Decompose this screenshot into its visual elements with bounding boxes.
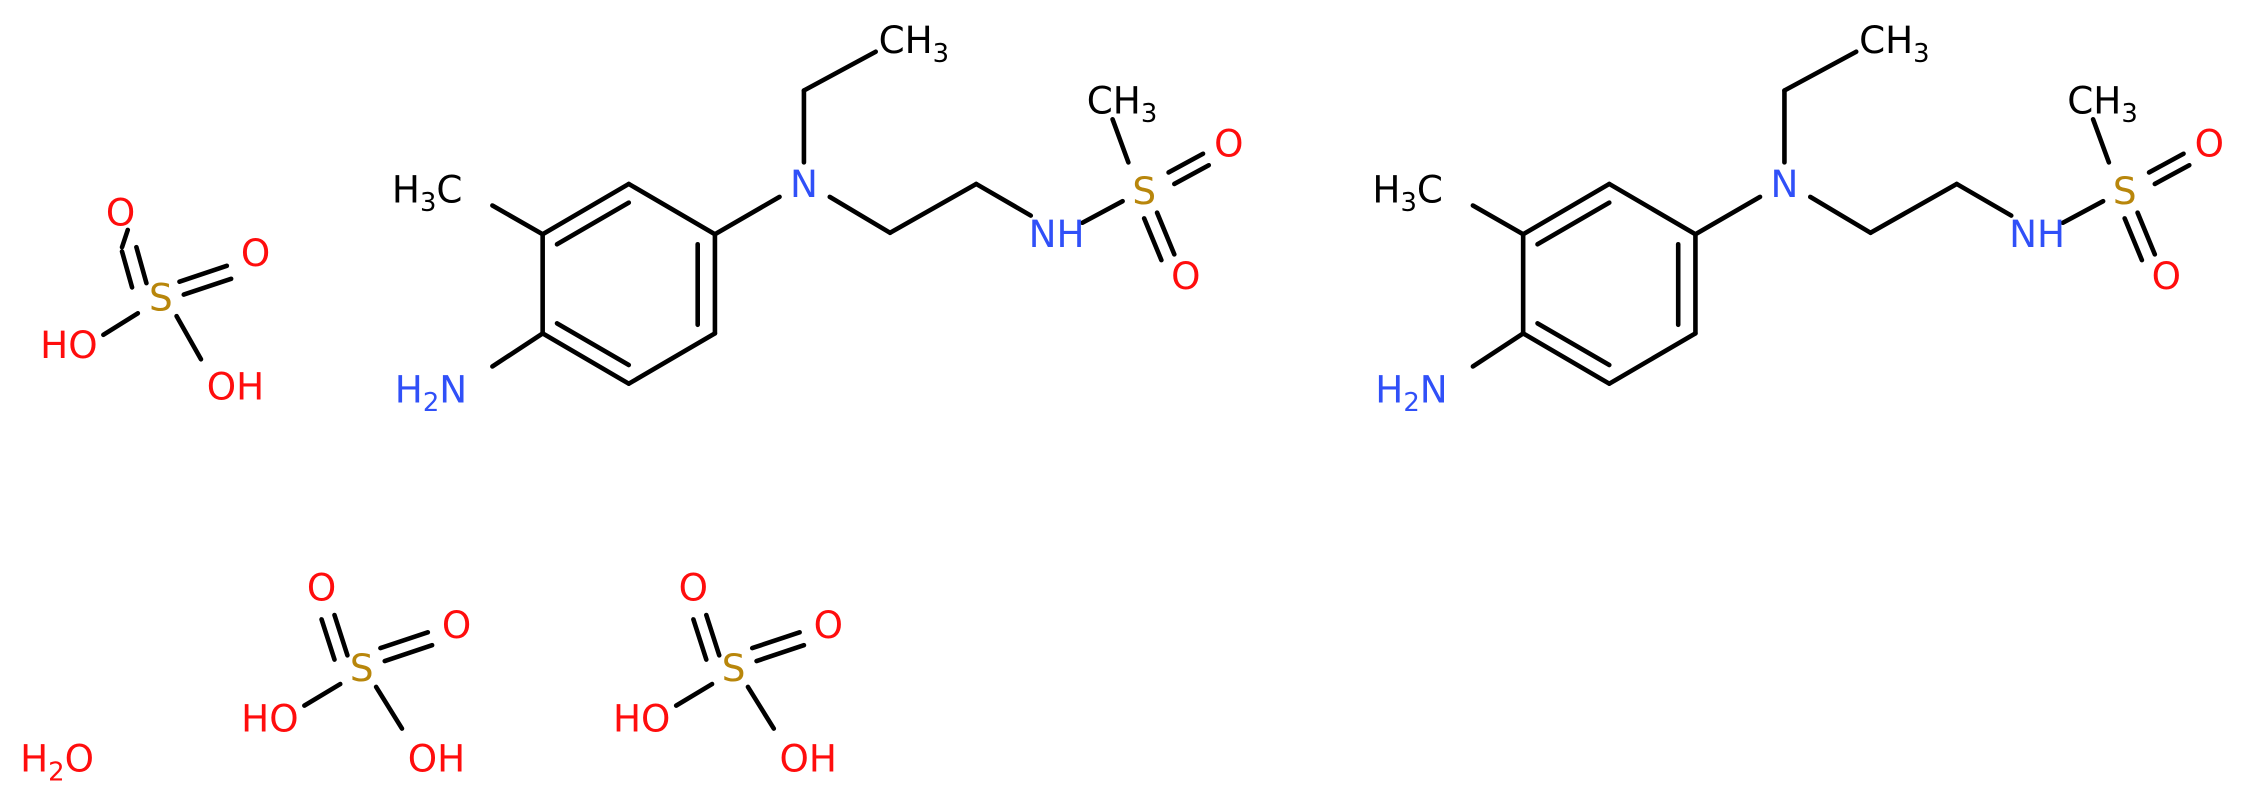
oxygen-atom-top: O [106, 191, 135, 235]
oxygen-atom-right: O [442, 603, 471, 647]
sulfuric-acid-3: O O S HO OH [613, 566, 843, 781]
bonds [490, 49, 1212, 386]
bonds [673, 612, 807, 731]
hydroxyl-bottom: OH [207, 364, 264, 408]
oxygen-lower: O [2152, 254, 2181, 298]
oxygen-upper: O [2195, 122, 2224, 166]
water-oxygen: O [65, 737, 94, 781]
ethyl-ch3-label: CH3 [1859, 18, 1930, 69]
hydroxyl-bottom: OH [408, 737, 465, 781]
molecule-2: CH3 H3C CH3 N NH S O O H2N [1372, 18, 2224, 418]
oxygen-atom-top: O [679, 566, 708, 610]
sulfonamide-nh: NH [2009, 212, 2065, 256]
sulfur-atom: S [722, 646, 746, 690]
sulfur-atom: S [2113, 169, 2137, 213]
sulfonyl-ch3-label: CH3 [2067, 79, 2138, 130]
water-subscript: 2 [48, 757, 64, 787]
sulfuric-acid-1: O O S HO OH [40, 191, 270, 409]
oxygen-upper: O [1214, 122, 1243, 166]
oxygen-atom-right: O [814, 603, 843, 647]
sulfur-atom: S [1132, 169, 1156, 213]
bonds [302, 612, 435, 731]
oxygen-lower: O [1171, 254, 1200, 298]
oxygen-atom-right: O [241, 231, 270, 275]
tertiary-amine-n: N [790, 162, 818, 206]
water-molecule: H2O [20, 737, 94, 788]
hydroxyl-left: HO [40, 323, 97, 367]
bonds [101, 227, 234, 362]
hydroxyl-bottom: OH [780, 737, 837, 781]
ethyl-ch3-label: CH3 [879, 18, 950, 69]
tertiary-amine-n: N [1770, 162, 1798, 206]
water-hydrogen: H [20, 737, 48, 781]
sulfonyl-ch3-label: CH3 [1087, 79, 1158, 130]
oxygen-atom-top: O [307, 566, 336, 610]
amino-nh2-label: H2N [395, 367, 467, 418]
hydroxyl-left: HO [241, 696, 298, 740]
sulfuric-acid-2: O O S HO OH [241, 566, 471, 781]
molecule-1: CH3 H3C CH3 N NH S O O H2N [392, 18, 1244, 418]
ring-methyl-label: H3C [392, 168, 463, 219]
sulfur-atom: S [350, 646, 374, 690]
water-formula: H2O [20, 737, 94, 788]
bonds [1470, 49, 2192, 386]
amino-nh2-label: H2N [1375, 367, 1447, 418]
sulfur-atom: S [149, 275, 173, 319]
sulfonamide-nh: NH [1029, 212, 1085, 256]
hydroxyl-left: HO [613, 696, 670, 740]
ring-methyl-label: H3C [1372, 168, 1443, 219]
